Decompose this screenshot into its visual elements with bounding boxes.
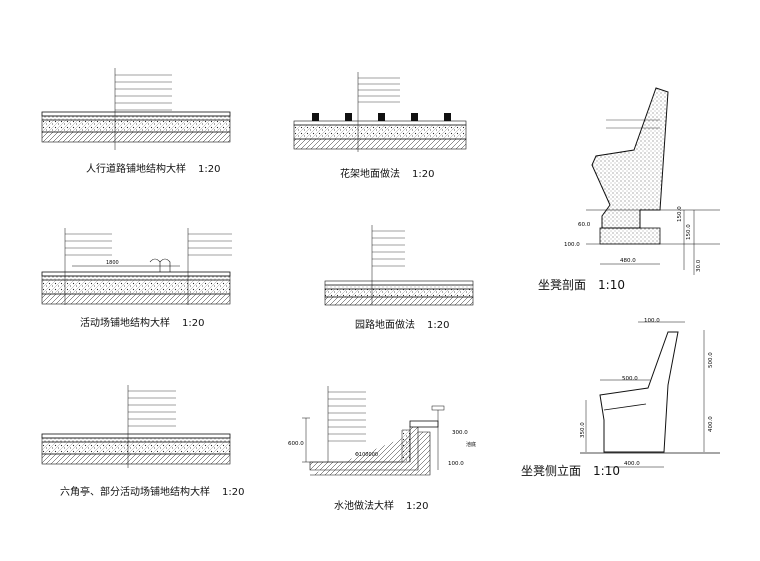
activity-span-dim: 1800 [106,260,119,266]
pool-height-dim: 600.0 [288,441,304,447]
garden-path-detail [324,225,474,306]
bench-section-detail: 60.0 100.0 480.0 150.0 150.0 30.0 [564,87,720,275]
section-150-dim: 150.0 [686,224,692,240]
pool-wall-dim: 100.0 [448,461,464,467]
section-480-dim: 480.0 [620,258,636,264]
activity-field-detail: 1800 [41,228,232,305]
section-150b-dim: 150.0 [677,206,683,222]
side-350-dim: 350.0 [580,422,586,438]
pool-note: 池底 [466,441,476,448]
pool-detail: 600.0 Φ100000 300.0 100.0 池底 [288,386,476,476]
side-400h-dim: 400.0 [708,416,714,432]
section-100-dim: 100.0 [564,242,580,248]
pavilion-detail [41,385,231,468]
section-30-dim: 30.0 [696,259,702,272]
section-60-dim: 60.0 [578,222,591,228]
side-100-dim: 100.0 [644,318,660,324]
pool-coping-dim: 300.0 [452,430,468,436]
side-400w-dim: 400.0 [624,461,640,467]
sidewalk-detail [41,68,231,150]
side-500w-dim: 500.0 [622,376,638,382]
pergola-floor-detail [293,72,467,152]
side-500h-dim: 500.0 [708,352,714,368]
bench-side-elevation: 100.0 500.0 400.0 350.0 500.0 400.0 [580,318,720,468]
pool-pipe-label: Φ100000 [355,452,378,458]
